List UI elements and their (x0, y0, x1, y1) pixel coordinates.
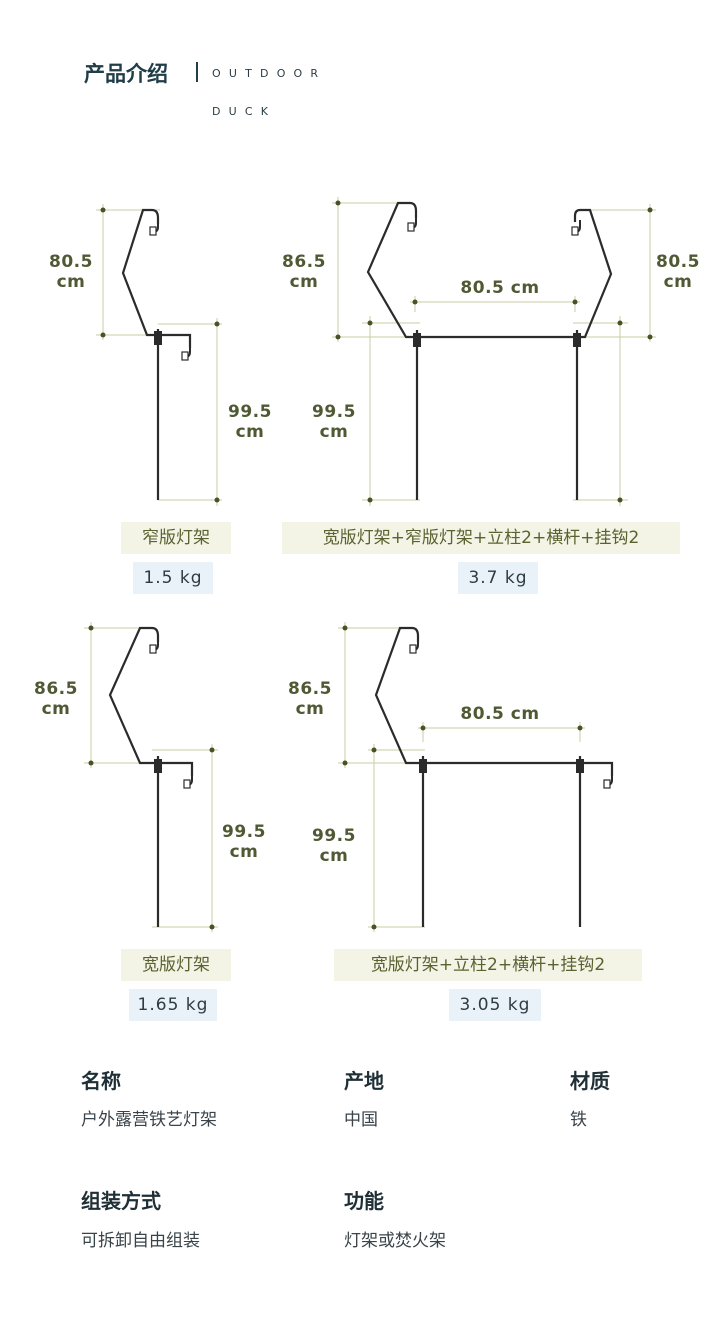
product-weight-wide: 1.65 kg (129, 989, 217, 1021)
spec-label-origin: 产地 (344, 1069, 384, 1093)
product-weight-narrow: 1.5 kg (133, 562, 213, 594)
brand-line-2: DUCK (212, 105, 277, 118)
dimension-label: 80.5 cm (460, 704, 540, 724)
spec-value-function: 灯架或焚火架 (344, 1231, 446, 1251)
spec-value-origin: 中国 (344, 1110, 378, 1130)
page-title: 产品介绍 (84, 62, 168, 86)
product-weight-combined: 3.7 kg (458, 562, 538, 594)
dimension-label: 80.5 cm (460, 278, 540, 298)
spec-label-material: 材质 (570, 1069, 610, 1093)
diagram-wide-rack (84, 622, 218, 932)
brand-line-1: OUTDOOR (212, 67, 327, 80)
spec-label-function: 功能 (344, 1189, 384, 1213)
product-name-wide: 宽版灯架 (121, 949, 231, 981)
spec-label-name: 名称 (81, 1069, 121, 1093)
product-name-wide-combination: 宽版灯架+立柱2+横杆+挂钩2 (334, 949, 642, 981)
spec-label-assembly: 组装方式 (81, 1189, 161, 1213)
spec-value-assembly: 可拆卸自由组装 (81, 1231, 200, 1251)
diagram-narrow-rack (96, 204, 222, 506)
spec-value-name: 户外露营铁艺灯架 (81, 1110, 217, 1130)
diagram-combined-rack (332, 197, 656, 506)
product-weight-wide-combination: 3.05 kg (449, 989, 541, 1021)
diagram-wide-combination (338, 622, 614, 932)
product-name-narrow: 窄版灯架 (121, 522, 231, 554)
product-name-combined: 宽版灯架+窄版灯架+立柱2+横杆+挂钩2 (282, 522, 680, 554)
spec-value-material: 铁 (570, 1110, 587, 1130)
header-divider (196, 62, 198, 82)
